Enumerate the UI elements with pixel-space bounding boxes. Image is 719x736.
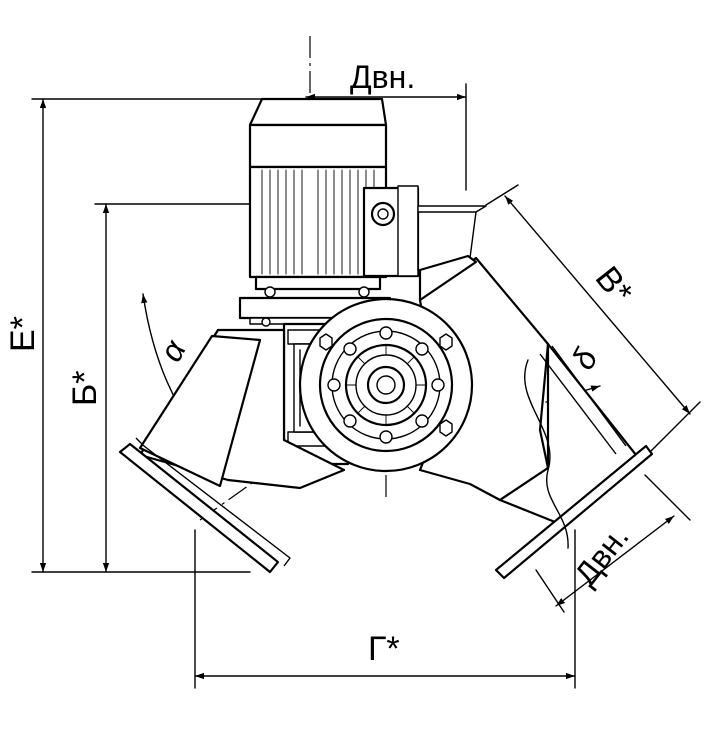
label-alpha: α (152, 334, 193, 368)
label-d-inner-top: Двн. (350, 59, 415, 95)
label-dim-e: Е* (4, 316, 42, 352)
flange-segments (345, 344, 427, 426)
valve-body (118, 254, 654, 580)
dim-line-v (504, 195, 691, 415)
actuator-flange (298, 297, 474, 473)
extension-lines (31, 83, 701, 689)
label-dim-b: Б* (66, 370, 104, 406)
flange-bolts (327, 326, 445, 444)
motor (248, 97, 487, 298)
label-d-inner-right: Двн. (567, 519, 636, 593)
label-dim-g: Г* (368, 630, 400, 668)
dim-line-d-right (555, 515, 675, 607)
flange-nuts (319, 333, 453, 437)
